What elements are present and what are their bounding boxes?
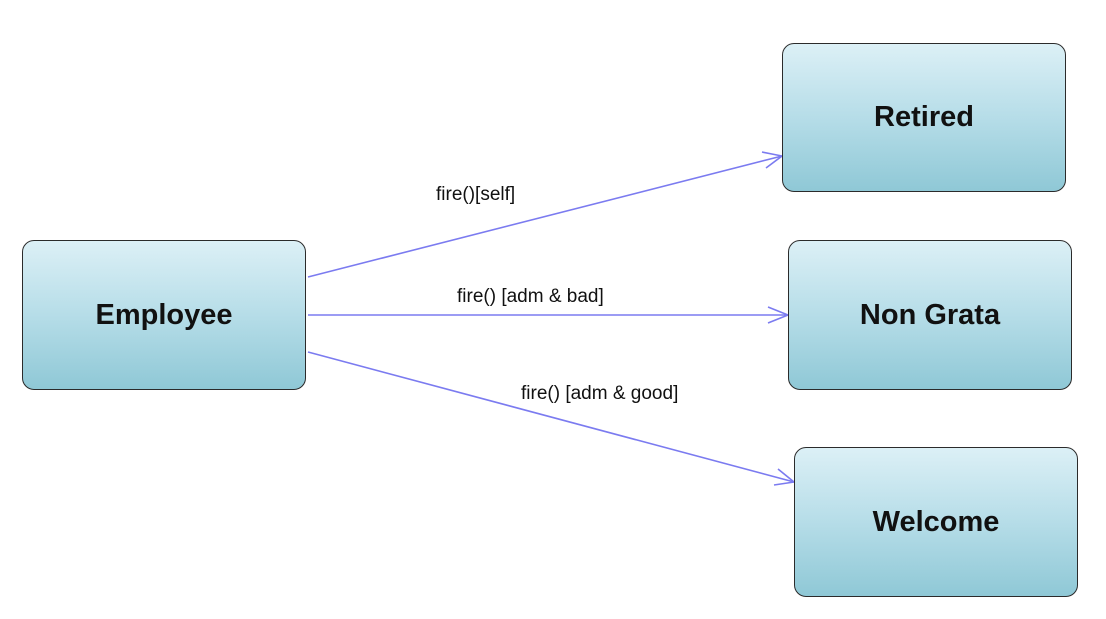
edge-employee-retired — [307, 155, 783, 278]
state-non-grata[interactable]: Non Grata — [788, 240, 1072, 390]
state-employee-label: Employee — [95, 298, 233, 331]
state-welcome-label: Welcome — [872, 505, 1000, 538]
state-retired[interactable]: Retired — [782, 43, 1066, 192]
state-retired-label: Retired — [874, 101, 974, 133]
state-welcome[interactable]: Welcome — [794, 447, 1078, 597]
transition-label-adm-good: fire() [adm & good] — [521, 383, 679, 404]
edge-employee-welcome — [307, 351, 795, 483]
transition-label-self: fire()[self] — [436, 184, 516, 205]
state-employee[interactable]: Employee — [22, 240, 306, 390]
transition-label-adm-bad: fire() [adm & bad] — [457, 286, 604, 307]
state-non-grata-label: Non Grata — [859, 298, 1001, 331]
